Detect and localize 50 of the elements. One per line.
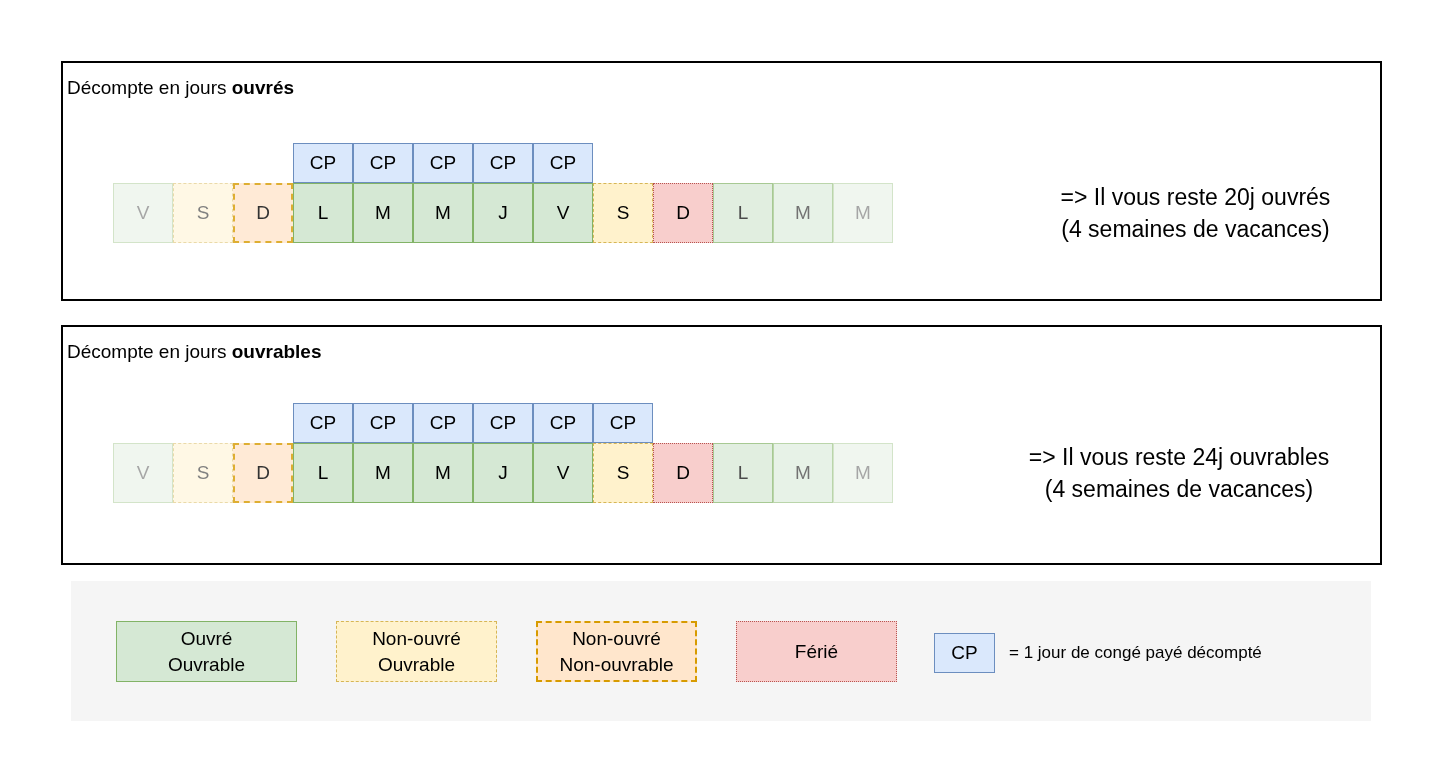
day-cell: M [773,183,833,243]
day-cell: L [293,183,353,243]
paid-leave-cell: CP [473,143,533,183]
day-cell: D [653,443,713,503]
day-cell: D [233,443,293,503]
paid-leave-cell: CP [353,143,413,183]
legend-day-sample: Non-ouvré Ouvrable [336,621,497,682]
section-panel [61,61,1382,301]
paid-leave-cell: CP [593,403,653,443]
day-cell: M [773,443,833,503]
day-cell: V [533,183,593,243]
day-cell: M [353,183,413,243]
day-cell: D [653,183,713,243]
legend-day-sample: Ouvré Ouvrable [116,621,297,682]
paid-leave-cell: CP [533,143,593,183]
remaining-days-text: => Il vous reste 24j ouvrables (4 semaines de vacances) [1027,443,1331,505]
day-cell: S [593,443,653,503]
day-cell: V [113,443,173,503]
day-cell: D [233,183,293,243]
day-cell: S [173,183,233,243]
day-cell: L [713,183,773,243]
day-cell: M [413,443,473,503]
day-cell: V [113,183,173,243]
paid-leave-cell: CP [413,143,473,183]
legend-leave-sample: CP [934,633,995,673]
day-cell: M [833,443,893,503]
day-cell: M [833,183,893,243]
section-panel [61,325,1382,565]
day-cell: L [713,443,773,503]
day-cell: J [473,443,533,503]
legend-background [71,581,1371,721]
paid-leave-cell: CP [293,143,353,183]
day-cell: V [533,443,593,503]
panel-heading: Décompte en jours ouvrés [67,77,295,99]
day-cell: S [173,443,233,503]
paid-leave-cell: CP [533,403,593,443]
paid-leave-cell: CP [413,403,473,443]
panel-heading: Décompte en jours ouvrables [67,341,322,363]
paid-leave-cell: CP [293,403,353,443]
day-cell: S [593,183,653,243]
day-cell: J [473,183,533,243]
remaining-days-text: => Il vous reste 20j ouvrés (4 semaines de vacances) [1059,183,1332,245]
paid-leave-cell: CP [473,403,533,443]
day-cell: M [353,443,413,503]
paid-leave-cell: CP [353,403,413,443]
day-cell: M [413,183,473,243]
legend-day-sample: Non-ouvré Non-ouvrable [536,621,697,682]
legend-note: = 1 jour de congé payé décompté [1009,643,1262,663]
day-cell: L [293,443,353,503]
legend-day-sample: Férié [736,621,897,682]
